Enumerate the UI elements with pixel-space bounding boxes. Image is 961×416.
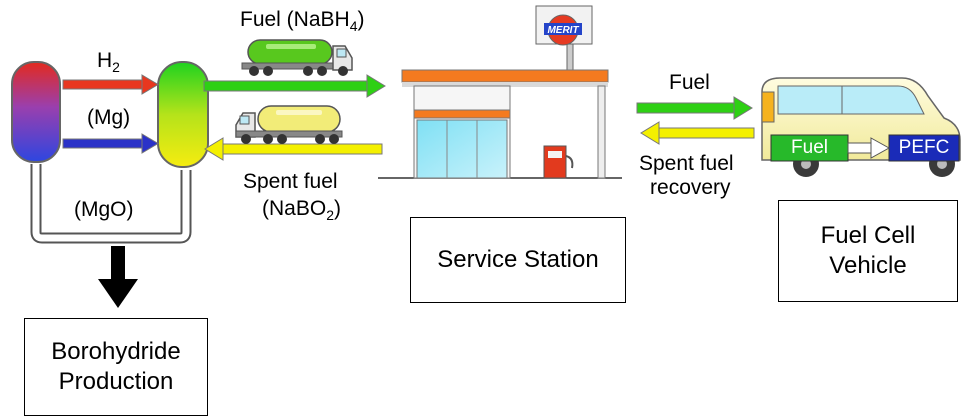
fuel-arrow-to-station xyxy=(203,74,386,98)
borohydride-cycle-diagram: MERIT xyxy=(11,5,961,308)
nabo2-label: (NaBO2) xyxy=(262,197,341,224)
spent-fuel-arrow-to-reactor xyxy=(204,137,383,161)
yellow-tanker-truck xyxy=(235,105,343,144)
h2-label: H2 xyxy=(97,49,120,76)
fuel-cell-van xyxy=(761,77,961,177)
van-fuel-chip-label: Fuel xyxy=(791,137,828,158)
spent-fuel-recovery-arrow xyxy=(640,121,755,145)
production-arrow xyxy=(98,246,138,308)
fuel-arrow-to-vehicle xyxy=(636,96,753,120)
fuel-label-right: Fuel xyxy=(669,71,710,94)
borohydride-production-box: Borohydride Production xyxy=(24,318,208,416)
station-sign-text: MERIT xyxy=(547,25,579,36)
service-station-box: Service Station xyxy=(410,217,626,303)
fuel-cell-vehicle-box: Fuel Cell Vehicle xyxy=(778,200,958,302)
mg-label: (Mg) xyxy=(87,106,131,129)
spent-fuel-recovery-label: Spent fuel recovery xyxy=(639,152,734,199)
mg-arrow xyxy=(62,133,159,154)
fuel-nabh4-label: Fuel (NaBH4) xyxy=(240,8,365,35)
h2-arrow xyxy=(62,74,159,95)
spent-fuel-label-left: Spent fuel xyxy=(243,170,338,193)
reactor-tank-right xyxy=(157,61,209,168)
reactor-tank-left xyxy=(11,61,61,163)
green-tanker-truck xyxy=(241,39,353,76)
van-pefc-chip-label: PEFC xyxy=(898,137,950,158)
service-station-illustration: MERIT xyxy=(401,5,609,179)
mgo-label: (MgO) xyxy=(74,198,134,221)
